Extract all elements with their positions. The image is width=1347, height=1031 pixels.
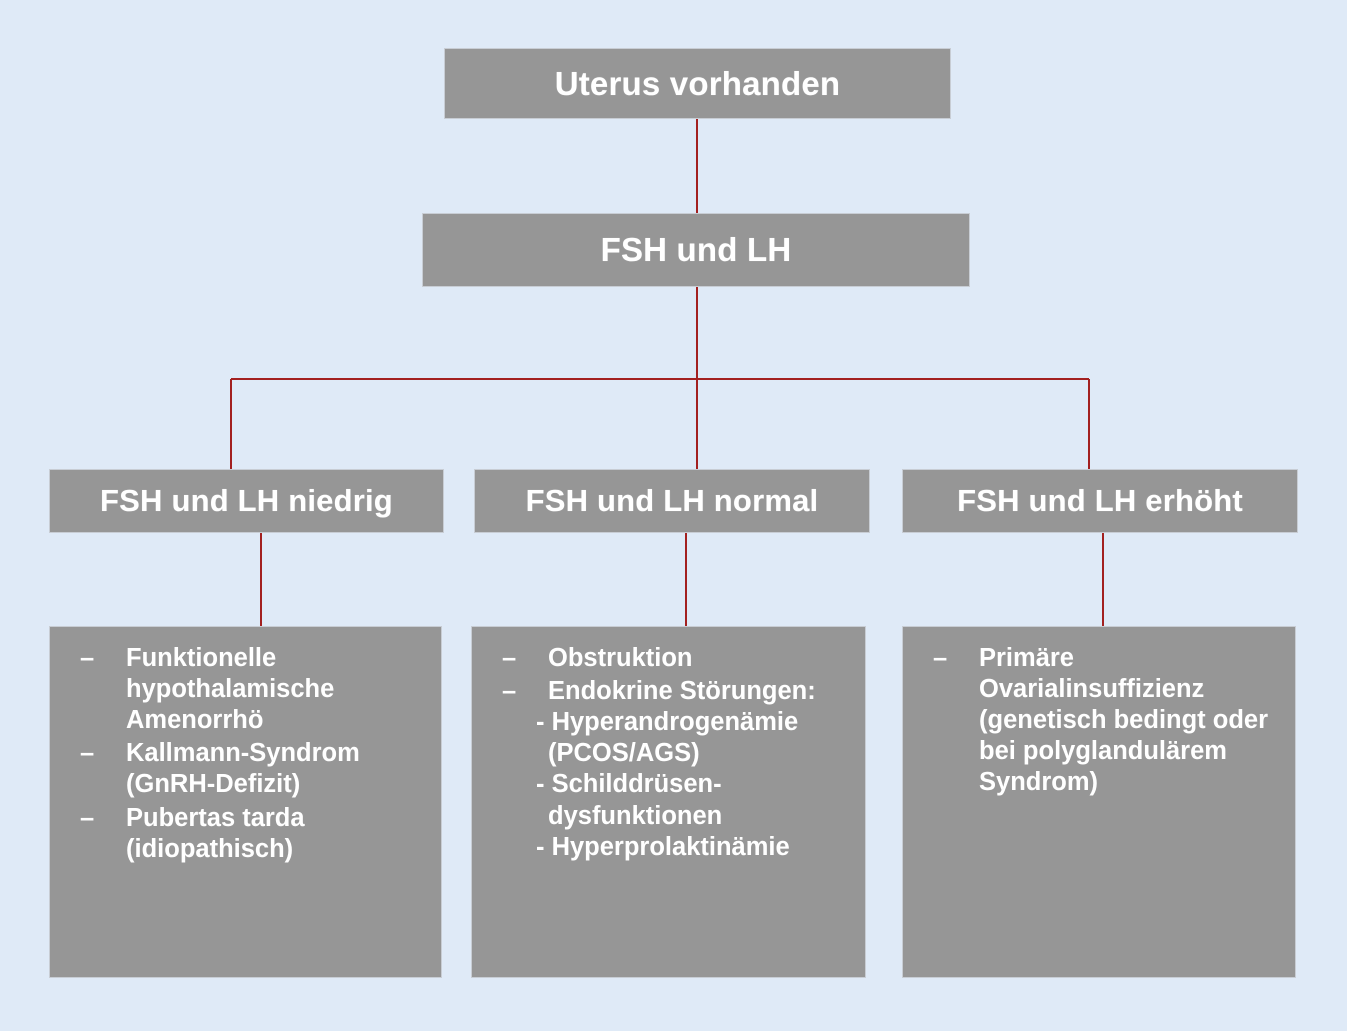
node-low-label: FSH und LH niedrig xyxy=(100,483,393,518)
dash-bullet-icon: – xyxy=(502,644,517,672)
list-item-text: Funktionelle hypothalamische Amenorrhö xyxy=(126,644,335,735)
dash-bullet-icon: – xyxy=(80,644,95,672)
list-item: – Endokrine Störungen:- Hyperandrogenämie… xyxy=(486,676,855,863)
list-item-text: Obstruktion xyxy=(548,644,693,672)
node-detail-normal[interactable]: –Obstruktion–Endokrine Störungen:- Hyper… xyxy=(471,626,866,978)
node-uterus-vorhanden[interactable]: Uterus vorhanden xyxy=(444,48,951,119)
list-item-text: Primäre Ovarialinsuffizienz (genetisch b… xyxy=(979,644,1269,797)
sub-list: - Hyperandrogenämie (PCOS/AGS)- Schilddr… xyxy=(536,707,855,863)
node-fsh-lh-niedrig[interactable]: FSH und LH niedrig xyxy=(49,469,444,533)
node-root-label: Uterus vorhanden xyxy=(554,64,841,102)
dash-bullet-icon: – xyxy=(933,644,948,672)
detail-list-normal: –Obstruktion–Endokrine Störungen:- Hyper… xyxy=(486,643,855,863)
list-item: – Kallmann-Syndrom (GnRH-Defizit) xyxy=(64,738,431,800)
list-item: – Primäre Ovarialinsuffizienz (genetisch … xyxy=(917,643,1285,799)
node-fsh-lh-erhoeht[interactable]: FSH und LH erhöht xyxy=(902,469,1298,533)
node-normal-label: FSH und LH normal xyxy=(525,483,819,518)
sub-list-item: - Hyperprolaktinämie xyxy=(536,832,790,861)
node-high-label: FSH und LH erhöht xyxy=(957,483,1243,518)
detail-list-erhoeht: – Primäre Ovarialinsuffizienz (genetisch … xyxy=(917,643,1285,799)
list-item-text: Kallmann-Syndrom (GnRH-Defizit) xyxy=(126,739,360,799)
node-detail-niedrig[interactable]: –Funktionelle hypothalamische Amenorrhö–… xyxy=(49,626,442,978)
sub-list-item: - Schilddrüsen-dysfunktionen xyxy=(536,770,723,830)
node-fsh-und-lh[interactable]: FSH und LH xyxy=(422,213,970,287)
list-item: – Obstruktion xyxy=(486,643,855,674)
dash-bullet-icon: – xyxy=(502,677,517,706)
dash-bullet-icon: – xyxy=(80,803,95,832)
list-item: – Pubertas tarda (idiopathisch) xyxy=(64,803,431,865)
node-fsh-lh-normal[interactable]: FSH und LH normal xyxy=(474,469,870,533)
list-item-text: Pubertas tarda (idiopathisch) xyxy=(126,803,305,863)
node-fsh-lh-label: FSH und LH xyxy=(600,231,792,268)
dash-bullet-icon: – xyxy=(80,739,95,768)
node-detail-erhoeht[interactable]: – Primäre Ovarialinsuffizienz (genetisch … xyxy=(902,626,1296,978)
sub-list-item: - Hyperandrogenämie (PCOS/AGS) xyxy=(536,708,799,768)
list-item-text: Endokrine Störungen: xyxy=(548,677,816,706)
list-item: – Funktionelle hypothalamische Amenorrhö xyxy=(64,643,431,736)
detail-list-niedrig: –Funktionelle hypothalamische Amenorrhö–… xyxy=(64,643,431,865)
